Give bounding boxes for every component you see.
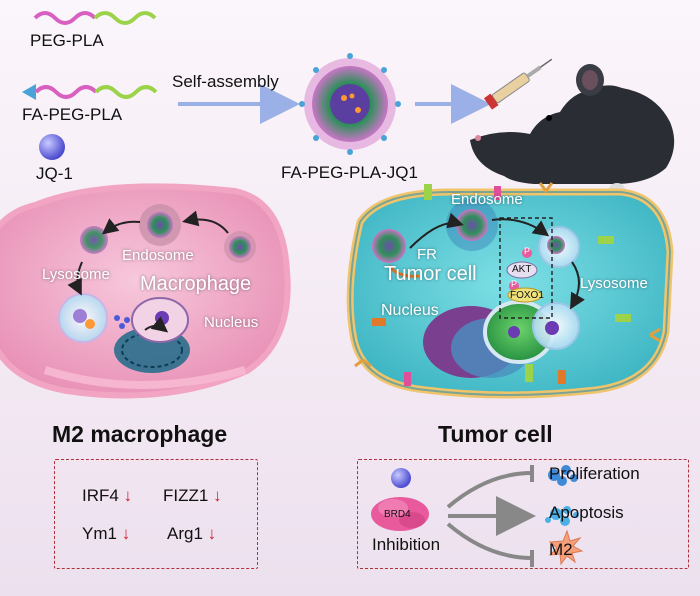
down-arrow-icon: ↓	[121, 524, 131, 543]
fa-peg-pla-strand	[22, 84, 158, 100]
tumor-title: Tumor cell	[438, 421, 553, 447]
foxo1-label: FOXO1	[510, 290, 544, 301]
m2-macrophage-icon	[548, 529, 584, 566]
peg-pla-strand	[33, 11, 157, 25]
peg-pla-label: PEG-PLA	[30, 31, 104, 50]
tumor-nucleus-label: Nucleus	[381, 302, 439, 319]
phospho-label-1: P	[524, 246, 531, 256]
effect-apoptosis: Apoptosis	[549, 503, 624, 522]
macrophage-lysosome-label: Lysosome	[42, 266, 110, 283]
marker-arg1: Arg1 ↓	[167, 524, 217, 543]
brd4-label: BRD4	[384, 509, 411, 520]
proliferation-icon	[548, 465, 578, 486]
macrophage-markers-box: IRF4 ↓ FIZZ1 ↓ Ym1 ↓ Arg1 ↓	[54, 459, 258, 569]
marker-ym1: Ym1 ↓	[82, 524, 131, 543]
effect-proliferation: Proliferation	[549, 464, 640, 483]
jq1-label: JQ-1	[36, 164, 73, 183]
down-arrow-icon: ↓	[207, 524, 217, 543]
macrophage-cell-label: Macrophage	[140, 273, 252, 295]
apoptosis-icon	[545, 506, 579, 526]
macrophage-cell	[0, 183, 291, 399]
macrophage-nucleus-label: Nucleus	[204, 314, 259, 331]
akt-label: AKT	[512, 264, 532, 275]
jq1-small-sphere	[391, 468, 411, 488]
micelle-nanoparticle	[299, 53, 401, 155]
brd4-protein-icon	[371, 497, 429, 531]
fa-peg-pla-label: FA-PEG-PLA	[22, 105, 123, 124]
syringe-icon	[483, 58, 553, 110]
marker-fizz1: FIZZ1 ↓	[163, 486, 222, 505]
tumor-lysosome-label: Lysosome	[580, 275, 648, 292]
tumor-cell	[346, 182, 674, 399]
marker-irf4: IRF4 ↓	[82, 486, 133, 505]
fr-label: FR	[417, 246, 437, 263]
down-arrow-icon: ↓	[123, 486, 133, 505]
macrophage-endosome-label: Endosome	[122, 247, 194, 264]
tumor-cell-label: Tumor cell	[384, 263, 477, 285]
effect-m2: M2	[549, 540, 573, 559]
tumor-endosome-label: Endosome	[451, 191, 523, 208]
down-arrow-icon: ↓	[213, 486, 222, 505]
product-label: FA-PEG-PLA-JQ1	[281, 163, 418, 182]
jq1-sphere	[39, 134, 65, 160]
phospho-label-2: P	[511, 279, 518, 289]
self-assembly-label: Self-assembly	[172, 72, 279, 91]
macrophage-title: M2 macrophage	[52, 421, 228, 447]
tumor-effects-box: BRD4 Inhibition Proliferation Apoptosis …	[357, 459, 689, 569]
inhibition-label: Inhibition	[372, 535, 441, 554]
effect-arrows	[446, 465, 536, 567]
